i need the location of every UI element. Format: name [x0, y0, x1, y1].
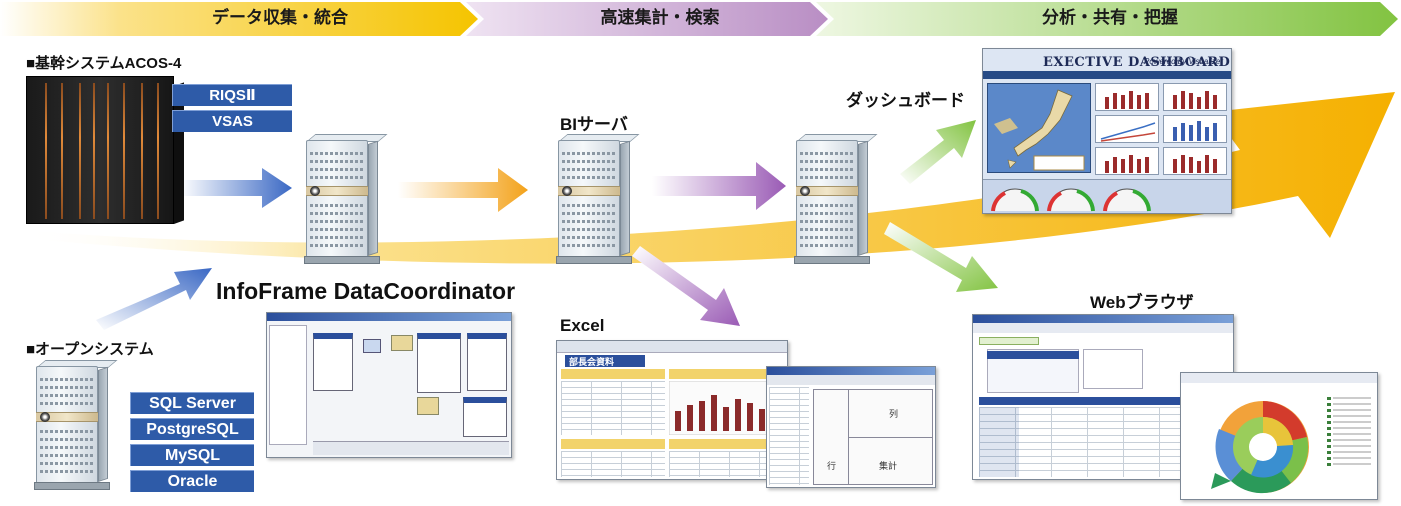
oracle-label: Oracle	[130, 470, 254, 492]
phase-2-label: 高速集計・検索	[600, 8, 720, 27]
distribution-server	[790, 134, 878, 266]
sqlserver-label: SQL Server	[130, 392, 254, 414]
pivot-total-label: 集計	[879, 461, 898, 471]
pivot-row-label: 行	[827, 461, 837, 471]
open-system-server	[30, 360, 118, 492]
arrow-bi-to-dashboard-server	[652, 162, 786, 210]
coordinator-screenshot	[266, 312, 512, 458]
growth-swoosh	[20, 92, 1395, 264]
dashboard-title: ダッシュボード	[846, 91, 965, 110]
bi-server	[552, 134, 640, 266]
phase-1-arrow	[0, 2, 478, 36]
dashboard-screen-title: EXECTIVE DASHBOARD	[1043, 55, 1231, 70]
dashboard-screen-brand: Powered by Visualizer	[1143, 57, 1223, 66]
mysql-label: MySQL	[130, 444, 254, 466]
excel-pivot-screenshot: 列 行 集計	[766, 366, 936, 488]
mainframe-illustration	[26, 76, 174, 224]
phase-1-label: データ収集・統合	[212, 8, 348, 27]
core-system-title: ■基幹システムACOS-4	[26, 55, 182, 72]
excel-title: Excel	[560, 316, 605, 335]
arrow-bi-to-excel	[632, 246, 740, 326]
dashboard-screenshot: EXECTIVE DASHBOARD Powered by Visualizer	[982, 48, 1232, 214]
vsas-label: VSAS	[172, 110, 292, 132]
excel-sheet-title: 部長会資料	[565, 355, 645, 367]
arrow-server-to-dashboard	[900, 120, 976, 184]
dashboard-gauges	[991, 188, 1151, 212]
phase-banner	[0, 2, 1398, 36]
phase-3-arrow	[816, 2, 1398, 36]
dashboard-map	[987, 83, 1091, 173]
web-sunburst-screenshot	[1180, 372, 1378, 500]
excel-report-screenshot: 部長会資料	[556, 340, 788, 480]
data-coordinator-title: InfoFrame DataCoordinator	[216, 278, 516, 304]
riqs-label: RIQSⅡ	[172, 84, 292, 106]
phase-3-label: 分析・共有・把握	[1042, 8, 1178, 27]
coordinator-server	[300, 134, 388, 266]
bi-server-title: BIサーバ	[560, 115, 628, 134]
arrow-core-to-coordinator	[180, 168, 292, 208]
arrow-open-to-coordinator	[96, 268, 212, 330]
web-browser-title: Webブラウザ	[1090, 293, 1194, 312]
arrow-server-to-web	[884, 222, 998, 292]
dashboard-mini-charts	[1100, 91, 1217, 173]
phase-2-arrow	[466, 2, 828, 36]
sunburst-chart	[1211, 397, 1371, 494]
open-system-title: ■オープンシステム	[26, 341, 154, 358]
pivot-column-label: 列	[889, 409, 899, 419]
arrow-coordinator-to-bi	[398, 168, 528, 212]
postgresql-label: PostgreSQL	[130, 418, 254, 440]
